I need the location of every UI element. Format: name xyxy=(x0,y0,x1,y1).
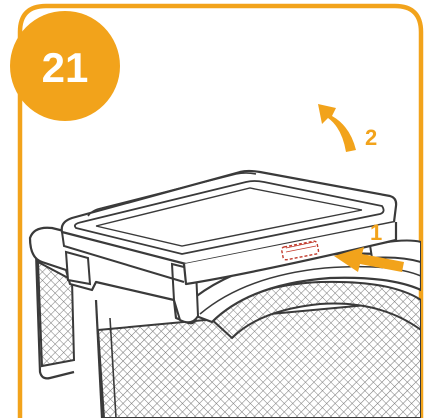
bassinet-drawing xyxy=(28,169,421,418)
frame-border xyxy=(17,3,424,418)
push-callout: 1 xyxy=(370,220,382,245)
step-badge xyxy=(10,11,120,121)
lift-arrow-icon xyxy=(318,104,356,152)
lift-callout: 2 xyxy=(365,125,377,150)
release-button xyxy=(281,240,320,261)
push-arrow-icon xyxy=(334,247,404,272)
step-number: 21 xyxy=(42,44,89,91)
left-mesh-panel xyxy=(36,260,76,368)
